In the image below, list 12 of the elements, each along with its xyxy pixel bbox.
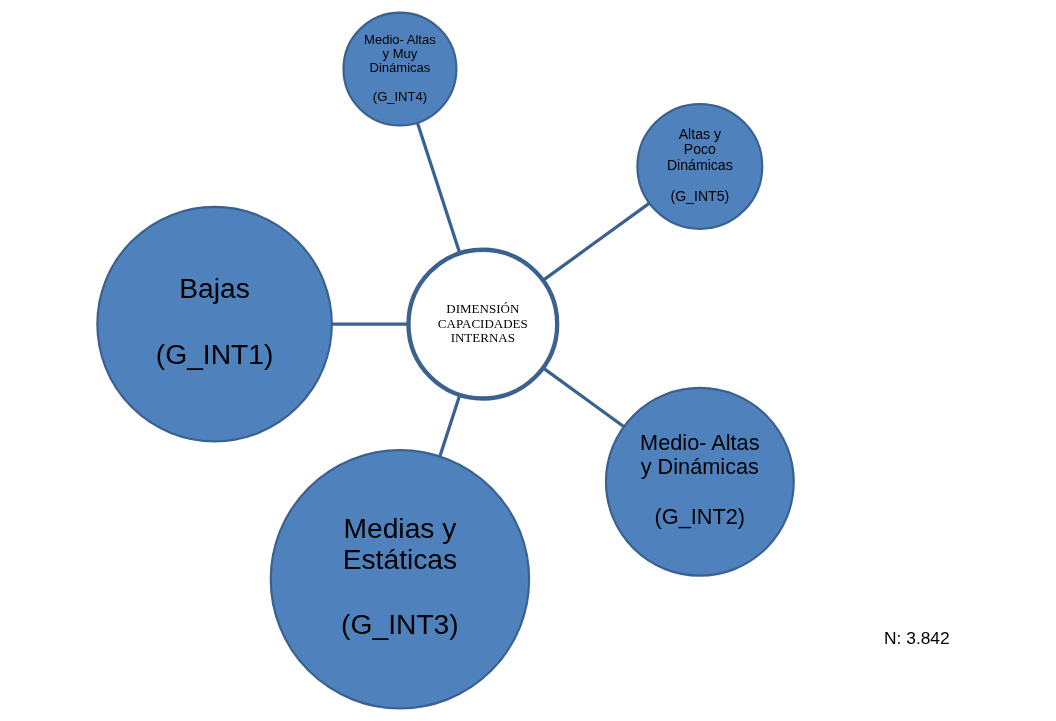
connector xyxy=(415,122,462,254)
node-circle: Medias y Estáticas (G_INT3) xyxy=(269,449,531,710)
node-circle: Medio- Altas y Dinámicas (G_INT2) xyxy=(604,386,795,577)
connector xyxy=(542,202,651,282)
connector xyxy=(542,366,625,428)
node-circle: DIMENSIÓN CAPACIDADES INTERNAS xyxy=(406,247,560,401)
node-circle: Medio- Altas y Muy Dinámicas (G_INT4) xyxy=(342,11,458,127)
node-circle: Altas y Poco Dinámicas (G_INT5) xyxy=(636,102,764,230)
label: N: 3.842 xyxy=(884,627,950,648)
connector xyxy=(438,394,462,457)
node-circle: Bajas (G_INT1) xyxy=(96,205,333,443)
connector xyxy=(331,322,409,326)
